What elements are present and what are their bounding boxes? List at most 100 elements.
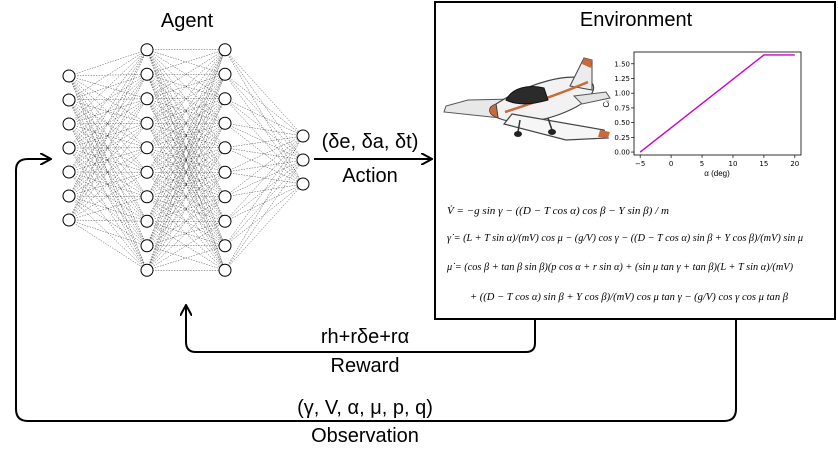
x-tick-label: 20: [790, 160, 799, 168]
nn-edge: [146, 147, 226, 222]
equation-mu-dot: μ̇ = (cos β + tan β sin β)(p cos α + r s…: [446, 261, 793, 273]
y-tick-label: 0.50: [614, 119, 630, 127]
nn-edge: [68, 171, 148, 197]
nn-edge: [68, 171, 148, 246]
nn-edge: [68, 123, 148, 173]
nn-edge: [68, 98, 148, 101]
action-symbols: (δe, δa, δt): [322, 131, 419, 153]
nn-edge: [68, 99, 148, 148]
nn-edge: [68, 98, 148, 125]
nn-edge: [68, 98, 148, 173]
y-tick-label: 0.75: [614, 104, 630, 112]
nn-neuron-layer-4: [296, 129, 310, 143]
nn-edge: [146, 49, 226, 99]
nn-edge: [68, 98, 148, 221]
nn-edge: [68, 123, 148, 125]
plot-series: [639, 54, 795, 153]
nn-edge: [68, 75, 148, 173]
airplane-image: [443, 57, 611, 141]
nn-edge: [224, 159, 304, 271]
nn-edge: [68, 172, 148, 221]
nn-edge: [68, 147, 148, 173]
nn-edge: [146, 98, 226, 246]
nn-edge: [146, 74, 226, 173]
observation-arrow: [15, 159, 737, 422]
nn-edge: [68, 49, 148, 149]
observation-symbols: (γ, V, α, μ, p, q): [297, 397, 433, 419]
x-tick-label: 5: [700, 160, 704, 168]
nn-edge: [146, 74, 226, 222]
nn-edge: [146, 49, 226, 271]
x-tick-label: 15: [759, 160, 768, 168]
nn-edge: [146, 196, 226, 271]
nn-edge: [146, 221, 226, 246]
nn-edge: [224, 147, 304, 185]
nn-edge: [68, 74, 148, 77]
nn-edge: [146, 98, 226, 173]
nn-edge: [68, 147, 148, 173]
nn-edge: [68, 49, 148, 173]
nn-edge: [68, 147, 148, 221]
cl-curve: [639, 54, 795, 153]
nn-neuron-layer-3: [218, 141, 232, 155]
nn-edge: [68, 147, 148, 246]
x-tick-label: 0: [669, 160, 673, 168]
nn-edge: [146, 172, 226, 246]
nn-edge: [224, 183, 304, 197]
nn-edge: [68, 49, 148, 197]
nn-neuron-layer-3: [218, 263, 232, 277]
nn-neuron-layer-1: [62, 213, 76, 227]
nn-neuron-layer-2: [140, 116, 154, 130]
nn-neuron-layer-2: [140, 190, 154, 204]
nn-neuron-layer-1: [62, 141, 76, 155]
nn-edge: [224, 135, 304, 222]
plot-ylabel: Cₗ: [602, 100, 611, 107]
nn-neuron-layer-2: [140, 263, 154, 277]
nn-edge: [224, 183, 304, 271]
nn-neuron-layer-3: [218, 239, 232, 253]
nn-edge: [68, 195, 148, 197]
nn-edge: [68, 147, 148, 197]
nn-neuron-layer-4: [296, 153, 310, 167]
nn-edge: [68, 74, 148, 173]
nn-edge: [68, 99, 148, 124]
nn-edge: [68, 195, 148, 271]
nn-neuron-layer-1: [62, 93, 76, 107]
x-tick-label: −5: [635, 160, 645, 168]
nn-edge: [68, 99, 148, 222]
y-tick-label: 1.00: [614, 90, 630, 98]
nn-edge: [68, 123, 148, 271]
nn-edge: [224, 49, 304, 161]
nn-edge: [146, 196, 226, 271]
nn-edge: [68, 99, 148, 197]
nn-edge: [224, 135, 304, 246]
y-tick-label: 0.25: [614, 134, 630, 142]
nn-edge: [224, 123, 304, 185]
equation-v-dot: V̇ = −g sin γ − ((D − T cos α) cos β − Y…: [447, 205, 669, 217]
nn-edge: [224, 147, 304, 161]
observation-label: Observation: [311, 425, 419, 447]
nn-neuron-layer-1: [62, 165, 76, 179]
nn-edge: [146, 98, 226, 271]
nn-edge: [68, 147, 148, 271]
nn-edge: [224, 135, 304, 173]
nn-neurons: [62, 43, 310, 277]
nn-edge: [68, 147, 148, 197]
nn-neuron-layer-2: [140, 67, 154, 81]
nn-edge: [68, 74, 148, 221]
nn-neuron-layer-3: [218, 92, 232, 106]
nn-edge: [146, 147, 226, 246]
nn-edge: [68, 49, 148, 125]
reward-label: Reward: [331, 355, 400, 377]
nn-neuron-layer-1: [62, 189, 76, 203]
equation-gamma-dot: γ̇ = (L + T sin α)/(mV) cos μ − (g/V) co…: [447, 232, 803, 244]
nn-edge: [68, 123, 148, 197]
nn-edge: [68, 171, 148, 271]
nn-neuron-layer-3: [218, 43, 232, 57]
equations-of-motion: V̇ = −g sin γ − ((D − T cos α) cos β − Y…: [446, 205, 803, 303]
nn-edge: [146, 123, 226, 271]
nn-edge: [68, 75, 148, 99]
nn-edge: [68, 123, 148, 148]
